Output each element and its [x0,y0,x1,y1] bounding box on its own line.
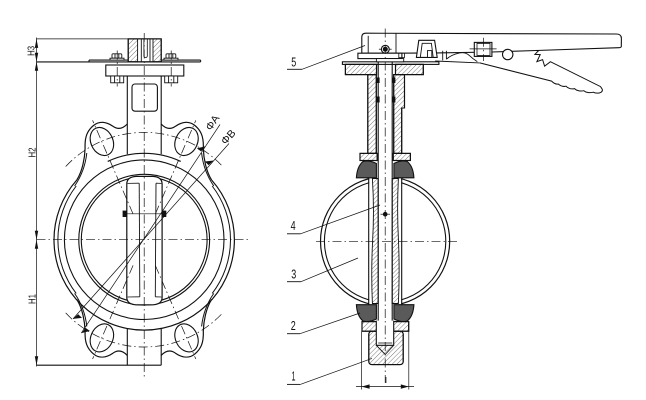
svg-text:4: 4 [291,218,296,233]
svg-text:5: 5 [291,54,296,69]
svg-text:2: 2 [291,318,296,333]
svg-text:H3: H3 [27,46,38,56]
svg-text:H2: H2 [28,147,39,157]
svg-text:ΦB: ΦB [219,127,239,147]
svg-text:1: 1 [292,368,296,383]
svg-text:ΦA: ΦA [203,113,222,133]
svg-text:H1: H1 [28,294,39,304]
svg-text:3: 3 [291,266,296,281]
